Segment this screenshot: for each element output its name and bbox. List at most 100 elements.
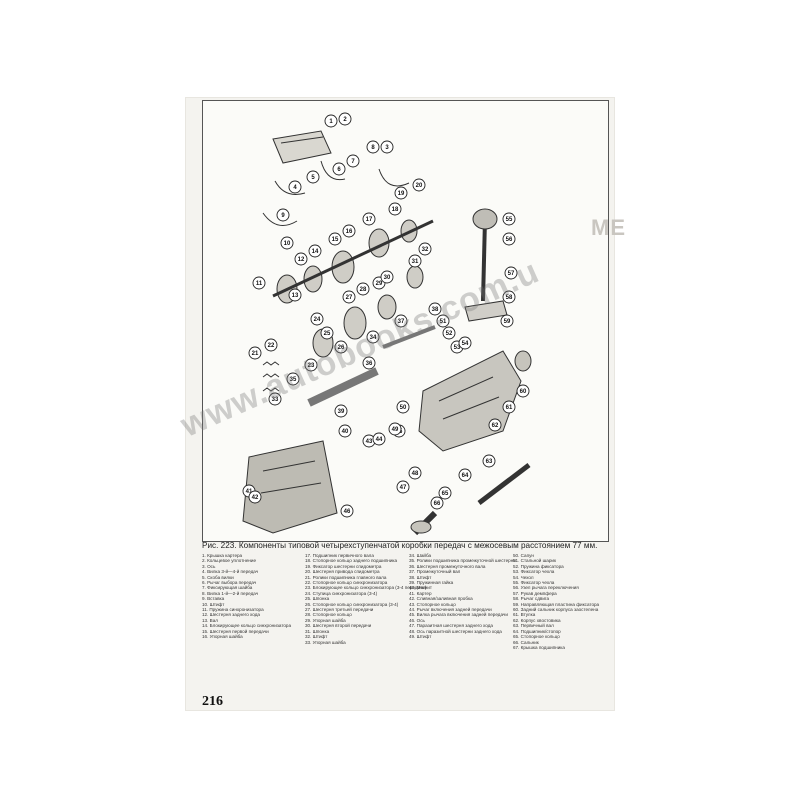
part-callout: 6 bbox=[332, 162, 346, 176]
callout-bubble bbox=[342, 290, 356, 304]
callout-bubble bbox=[458, 336, 472, 350]
part-callout: 64 bbox=[458, 468, 472, 482]
legend-item: 49. Штифт bbox=[409, 634, 432, 640]
part-callout: 34 bbox=[366, 330, 380, 344]
part-callout: 17 bbox=[362, 212, 376, 226]
part-callout: 9 bbox=[276, 208, 290, 222]
legend-item: 22. Стопорное кольцо синхронизатора bbox=[305, 580, 388, 586]
legend-item: 13. Вал bbox=[202, 617, 218, 623]
part-callout: 55 bbox=[502, 212, 516, 226]
top-cover-part bbox=[272, 130, 332, 164]
part-callout: 65 bbox=[438, 486, 452, 500]
callout-bubble bbox=[334, 340, 348, 354]
callout-bubble bbox=[396, 400, 410, 414]
callout-label: 51 bbox=[440, 319, 447, 325]
callout-label: 65 bbox=[442, 491, 449, 497]
part-callout: 30 bbox=[380, 270, 394, 284]
callout-bubble bbox=[332, 162, 346, 176]
legend-item: 30. Шестерня второй передачи bbox=[305, 623, 372, 629]
legend-item: 6. Рычаг выбора передач bbox=[202, 580, 257, 586]
callout-label: 32 bbox=[422, 247, 429, 253]
callout-bubble bbox=[482, 454, 496, 468]
callout-label: 33 bbox=[272, 397, 279, 403]
part-callout: 7 bbox=[346, 154, 360, 168]
part-callout: 28 bbox=[356, 282, 370, 296]
part-callout: 38 bbox=[428, 302, 442, 316]
callout-label: 10 bbox=[284, 241, 291, 247]
part-callout: 40 bbox=[338, 424, 352, 438]
legend-item: 24. Ступица синхронизатора (3-4) bbox=[305, 590, 378, 596]
legend-item: 43. Стопорное кольцо bbox=[409, 601, 456, 607]
legend-item: 65. Стопорное кольцо bbox=[513, 634, 560, 640]
legend-item: 42. Сливная/заливная пробка bbox=[409, 596, 473, 602]
legend-item: 41. Картер bbox=[409, 590, 432, 596]
callout-bubble bbox=[500, 314, 514, 328]
callout-label: 47 bbox=[400, 485, 407, 491]
callout-bubble bbox=[438, 486, 452, 500]
callout-bubble bbox=[418, 242, 432, 256]
part-callout: 12 bbox=[294, 252, 308, 266]
callout-label: 20 bbox=[416, 183, 423, 189]
legend-item: 46. Ось bbox=[409, 617, 425, 623]
legend-item: 29. Упорная шайба bbox=[305, 617, 346, 623]
callout-bubble bbox=[334, 404, 348, 418]
part-callout: 36 bbox=[362, 356, 376, 370]
callout-label: 23 bbox=[308, 363, 315, 369]
part-callout: 11 bbox=[252, 276, 266, 290]
legend-item: 64. Подшипник/стопор bbox=[513, 628, 561, 634]
callout-label: 27 bbox=[346, 295, 353, 301]
part-callout: 5 bbox=[306, 170, 320, 184]
legend-item: 54. Чехол bbox=[513, 574, 534, 580]
part-callout: 14 bbox=[308, 244, 322, 258]
callout-label: 60 bbox=[520, 389, 527, 395]
legend-item: 11. Пружина синхронизатора bbox=[202, 607, 264, 613]
callout-bubble bbox=[502, 232, 516, 246]
callout-bubble bbox=[436, 314, 450, 328]
part-callout: 32 bbox=[418, 242, 432, 256]
legend-item: 50. Сапун bbox=[513, 553, 534, 558]
legend-item: 57. Рукав демпфера bbox=[513, 590, 557, 596]
callout-bubble bbox=[268, 392, 282, 406]
page-number: 216 bbox=[202, 694, 223, 709]
legend-item: 58. Рычаг сдвига bbox=[513, 596, 550, 602]
legend-item: 62. Корпус хвостовика bbox=[513, 617, 561, 623]
callout-label: 50 bbox=[400, 405, 407, 411]
legend-item: 9. Вставка bbox=[202, 596, 225, 602]
callout-label: 53 bbox=[454, 345, 461, 351]
part-callout: 26 bbox=[334, 340, 348, 354]
callout-label: 8 bbox=[371, 145, 375, 151]
callout-label: 31 bbox=[412, 259, 419, 265]
callout-label: 48 bbox=[412, 471, 419, 477]
callout-bubble bbox=[394, 186, 408, 200]
callout-label: 7 bbox=[351, 159, 355, 165]
callout-label: 34 bbox=[370, 335, 377, 341]
callout-label: 3 bbox=[385, 145, 389, 151]
legend-item: 17. Подшипник первичного вала bbox=[305, 553, 374, 558]
callout-bubble bbox=[294, 252, 308, 266]
callout-bubble bbox=[248, 346, 262, 360]
callout-bubble bbox=[388, 202, 402, 216]
callout-label: 26 bbox=[338, 345, 345, 351]
callout-label: 57 bbox=[508, 271, 515, 277]
part-callout: 37 bbox=[394, 314, 408, 328]
callout-bubble bbox=[288, 180, 302, 194]
legend-item: 52. Пружина фиксатора bbox=[513, 563, 564, 569]
callout-bubble bbox=[338, 112, 352, 126]
legend-item: 19. Фиксатор шестерни спидометра bbox=[305, 563, 382, 569]
callout-label: 63 bbox=[486, 459, 493, 465]
callout-label: 62 bbox=[492, 423, 499, 429]
legend-item: 66. Сальник bbox=[513, 639, 539, 645]
legend-item: 39. Пружинная гайка bbox=[409, 580, 454, 586]
callout-bubble bbox=[394, 314, 408, 328]
part-callout: 35 bbox=[286, 372, 300, 386]
callout-label: 49 bbox=[392, 427, 399, 433]
callout-label: 6 bbox=[337, 167, 341, 173]
part-callout: 31 bbox=[408, 254, 422, 268]
legend-item: 15. Шестерня первой передачи bbox=[202, 628, 269, 634]
callout-label: 40 bbox=[342, 429, 349, 435]
callout-bubble bbox=[310, 312, 324, 326]
legend-item: 56. Узел рычага переключения bbox=[513, 585, 579, 591]
part-callout: 51 bbox=[436, 314, 450, 328]
